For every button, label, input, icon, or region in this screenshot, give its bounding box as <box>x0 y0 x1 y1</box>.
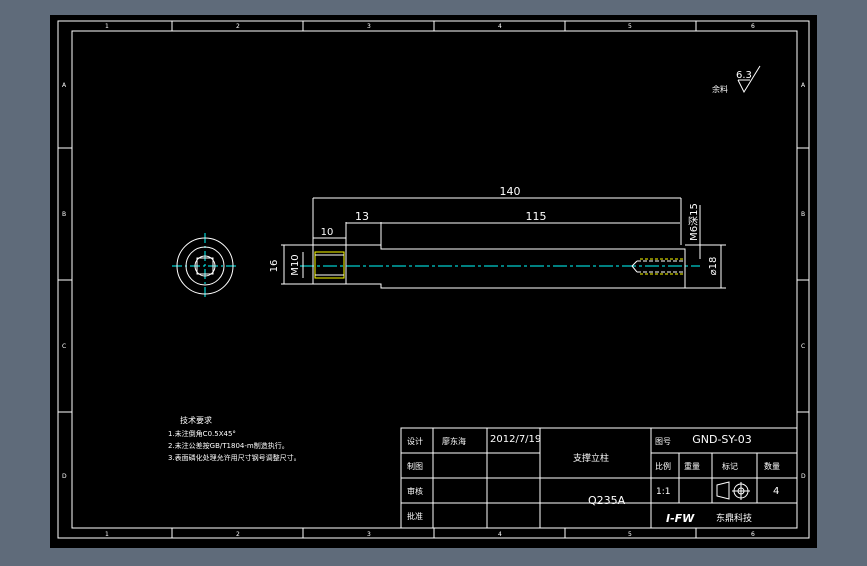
label-mark: 标记 <box>722 461 738 471</box>
surface-label: 余料 <box>712 84 728 94</box>
material: Q235A <box>588 494 626 507</box>
projection-symbol-icon <box>716 481 750 500</box>
technical-requirements: 技术要求 1.未注倒角C0.5X45° 2.未注公差按GB/T1804-m制造执… <box>168 415 301 462</box>
zone-labels: 1 2 3 4 5 6 1 2 3 4 5 6 A B C D A B C D <box>62 23 806 538</box>
label-drawing: 制图 <box>407 461 423 471</box>
zone-col-top: 1 <box>105 23 109 30</box>
dim-height: 16 <box>269 260 280 273</box>
dim-diameter: ⌀18 <box>708 257 719 276</box>
label-weight: 重量 <box>684 461 700 471</box>
zone-row-right: C <box>801 343 805 350</box>
zone-col-top: 5 <box>628 23 632 30</box>
drawing-number: GND-SY-03 <box>692 433 752 446</box>
designer-name: 廖东海 <box>442 436 466 446</box>
company-name: 东鼎科技 <box>716 512 752 524</box>
zone-col-bottom: 4 <box>498 531 502 538</box>
zone-ticks <box>58 21 809 538</box>
zone-col-bottom: 5 <box>628 531 632 538</box>
zone-col-top: 6 <box>751 23 755 30</box>
dim-shoulder: 13 <box>355 210 369 223</box>
scale-value: 1:1 <box>656 487 670 497</box>
dim-overall: 140 <box>500 185 521 198</box>
label-review: 审核 <box>407 486 423 496</box>
zone-col-bottom: 1 <box>105 531 109 538</box>
label-drawing-number: 图号 <box>655 437 671 446</box>
zone-row-right: D <box>801 473 806 480</box>
label-quantity: 数量 <box>764 461 780 471</box>
tech-note-line: 2.未注公差按GB/T1804-m制造执行。 <box>168 441 289 450</box>
zone-row-left: A <box>62 82 67 89</box>
zone-col-bottom: 2 <box>236 531 240 538</box>
dim-counterbore: 10 <box>321 227 334 238</box>
zone-row-right: A <box>801 82 806 89</box>
part-name: 支撑立柱 <box>573 452 609 464</box>
surface-value: 6.3 <box>736 70 752 81</box>
zone-row-left: C <box>62 343 66 350</box>
company-logo: I-FW <box>666 512 695 525</box>
end-view <box>172 233 238 299</box>
dim-thread-length: 115 <box>526 210 547 223</box>
tech-note-line: 1.未注倒角C0.5X45° <box>168 429 236 438</box>
label-scale: 比例 <box>655 461 671 471</box>
zone-row-left: D <box>62 473 67 480</box>
dim-right-thread: M6深15 <box>688 203 700 241</box>
surface-roughness-symbol: 余料 6.3 <box>712 65 761 94</box>
title-block: 设计 廖东海 2012/7/19 制图 审核 批准 支撑立柱 Q235A 图号 … <box>400 427 798 529</box>
zone-col-top: 4 <box>498 23 502 30</box>
label-approve: 批准 <box>407 511 423 521</box>
quantity-value: 4 <box>773 486 779 497</box>
zone-col-bottom: 6 <box>751 531 755 538</box>
zone-row-left: B <box>62 211 66 218</box>
zone-col-top: 3 <box>367 23 371 30</box>
design-date: 2012/7/19 <box>490 434 541 445</box>
label-design: 设计 <box>407 436 423 446</box>
zone-col-bottom: 3 <box>367 531 371 538</box>
dimensions: 140 13 115 10 16 M10 M6深15 ⌀18 <box>269 185 726 289</box>
zone-row-right: B <box>801 211 805 218</box>
tech-notes-title: 技术要求 <box>180 415 212 425</box>
tech-note-line: 3.表面磷化处理允许用尺寸钢号调整尺寸。 <box>168 453 301 462</box>
dim-left-thread: M10 <box>290 254 301 275</box>
zone-col-top: 2 <box>236 23 240 30</box>
